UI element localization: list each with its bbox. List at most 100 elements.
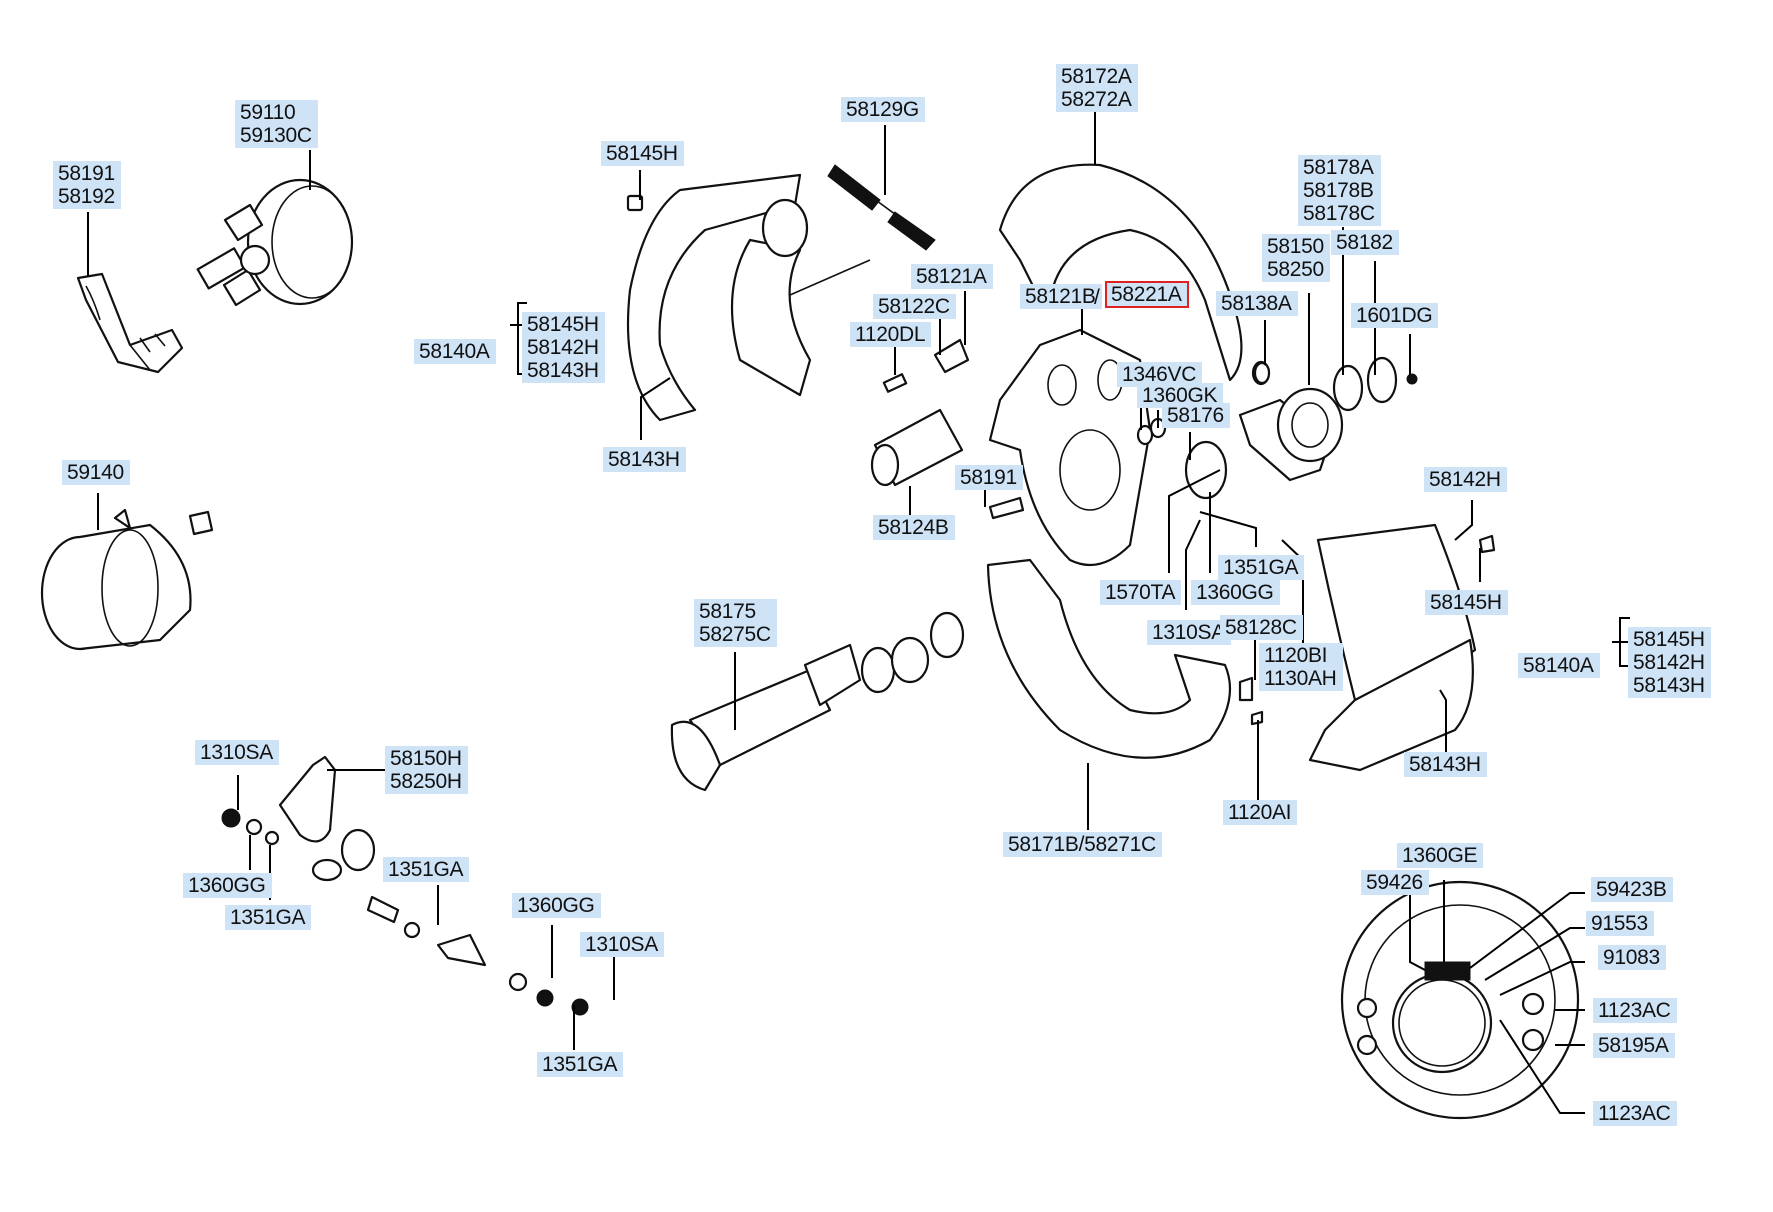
part-label-59140[interactable]: 59140 <box>62 460 130 485</box>
lower-shield-part <box>986 558 1232 759</box>
part-number: 1601DG <box>1356 304 1433 327</box>
spring-part <box>827 164 936 251</box>
label-separator: / <box>1094 286 1100 309</box>
part-label-1351ga-bc[interactable]: 1351GA <box>383 857 470 882</box>
part-number: 58150 <box>1267 235 1324 258</box>
part-number: 58129G <box>846 98 919 121</box>
part-number: 1120AI <box>1228 801 1292 824</box>
part-number: 1351GA <box>388 858 464 881</box>
part-number: 58172A <box>1061 65 1132 88</box>
part-label-58143h-left[interactable]: 58143H <box>603 447 686 472</box>
part-label-58121b[interactable]: 58121B <box>1020 284 1102 309</box>
part-label-91083[interactable]: 91083 <box>1598 945 1666 970</box>
part-number: 1310SA <box>1152 621 1225 644</box>
part-number: 58175 <box>699 600 756 623</box>
part-number: 58143H <box>1633 674 1705 697</box>
part-number: 58143H <box>527 359 599 382</box>
part-label-1120ai[interactable]: 1120AI <box>1223 800 1298 825</box>
part-label-58221a-selected[interactable]: 58221A <box>1105 281 1189 308</box>
part-number: 58138A <box>1221 292 1292 315</box>
part-label-1351ga-bl[interactable]: 1351GA <box>225 905 312 930</box>
part-label-1310sa-bc[interactable]: 1310SA <box>580 932 664 957</box>
part-number: 58145H <box>527 313 599 336</box>
part-label-91553[interactable]: 91553 <box>1586 911 1654 936</box>
part-label-1120dl[interactable]: 1120DL <box>850 322 932 347</box>
part-label-1570ta[interactable]: 1570TA <box>1100 580 1182 605</box>
bracket-part <box>76 272 184 374</box>
part-number: 58121A <box>916 265 987 288</box>
part-label-58122c[interactable]: 58122C <box>873 294 956 319</box>
part-number: 58150H <box>390 747 462 770</box>
part-label-58121a[interactable]: 58121A <box>911 264 993 289</box>
part-number: 58143H <box>608 448 680 471</box>
part-label-58145h-top[interactable]: 58145H <box>601 141 684 166</box>
part-number: 1351GA <box>230 906 306 929</box>
part-label-58171b-58271c[interactable]: 58171B/58271C <box>1003 832 1162 857</box>
part-number: 58140A <box>1523 654 1594 677</box>
part-label-58195a[interactable]: 58195A <box>1593 1033 1675 1058</box>
part-label-58129g[interactable]: 58129G <box>841 97 925 122</box>
part-number: 59423B <box>1596 878 1667 901</box>
part-number: 58195A <box>1598 1034 1669 1057</box>
part-label-58142h-right[interactable]: 58142H <box>1424 467 1507 492</box>
part-label-1601dg[interactable]: 1601DG <box>1351 303 1439 328</box>
part-label-58138a[interactable]: 58138A <box>1216 291 1298 316</box>
part-label-1123ac-b[interactable]: 1123AC <box>1593 1101 1677 1126</box>
part-label-58182[interactable]: 58182 <box>1331 230 1399 255</box>
part-number: 58121B <box>1025 285 1096 308</box>
part-label-1310sa-bl[interactable]: 1310SA <box>195 740 279 765</box>
part-label-58140a-right[interactable]: 58140A <box>1518 653 1600 678</box>
part-number: 1130AH <box>1264 667 1337 690</box>
part-number: 58145H <box>1633 628 1705 651</box>
part-number: 58182 <box>1336 231 1393 254</box>
brake-chamber-part <box>40 508 214 651</box>
part-number: 58178A <box>1303 156 1374 179</box>
part-number: 58145H <box>606 142 678 165</box>
part-number: 1351GA <box>542 1053 618 1076</box>
part-label-1360gg-mid[interactable]: 1360GG <box>1191 580 1280 605</box>
part-number: 58143H <box>1409 753 1481 776</box>
part-label-58191-mid[interactable]: 58191 <box>955 465 1023 490</box>
camshaft-part <box>670 611 965 792</box>
part-number: 1570TA <box>1105 581 1176 604</box>
part-label-58140a-left[interactable]: 58140A <box>414 339 496 364</box>
part-label-58128c[interactable]: 58128C <box>1220 615 1303 640</box>
backing-plate-part <box>1340 880 1580 1120</box>
part-label-1346vc[interactable]: 1346VC <box>1117 362 1203 387</box>
part-label-1360gg-bc[interactable]: 1360GG <box>512 893 601 918</box>
part-label-58176[interactable]: 58176 <box>1162 403 1230 428</box>
part-number: 1310SA <box>200 741 273 764</box>
part-number: 58142H <box>1429 468 1501 491</box>
part-label-58145h-right[interactable]: 58145H <box>1425 590 1508 615</box>
part-number: 59140 <box>67 461 124 484</box>
anchor-pin-part <box>870 408 964 487</box>
part-number: 1351GA <box>1223 556 1299 579</box>
part-number: 58124B <box>878 516 949 539</box>
part-label-59426[interactable]: 59426 <box>1361 870 1429 895</box>
part-label-1360ge[interactable]: 1360GE <box>1397 843 1484 868</box>
part-label-1123ac-a[interactable]: 1123AC <box>1593 998 1677 1023</box>
part-label-58143h-right[interactable]: 58143H <box>1404 752 1487 777</box>
slack-adjuster-part <box>1184 356 1398 500</box>
part-number: 1360GG <box>188 874 266 897</box>
part-label-1310sa-mid[interactable]: 1310SA <box>1147 620 1231 645</box>
part-label-1360gg-bl[interactable]: 1360GG <box>183 873 272 898</box>
part-number: 58142H <box>1633 651 1705 674</box>
part-number: 58272A <box>1061 88 1132 111</box>
part-number: 58250 <box>1267 258 1324 281</box>
part-label-1351ga-mid[interactable]: 1351GA <box>1218 555 1305 580</box>
part-label-1351ga-bb[interactable]: 1351GA <box>537 1052 624 1077</box>
part-number: 1360GK <box>1142 384 1218 407</box>
part-label-58124b[interactable]: 58124B <box>873 515 955 540</box>
part-label-59423b[interactable]: 59423B <box>1591 877 1673 902</box>
